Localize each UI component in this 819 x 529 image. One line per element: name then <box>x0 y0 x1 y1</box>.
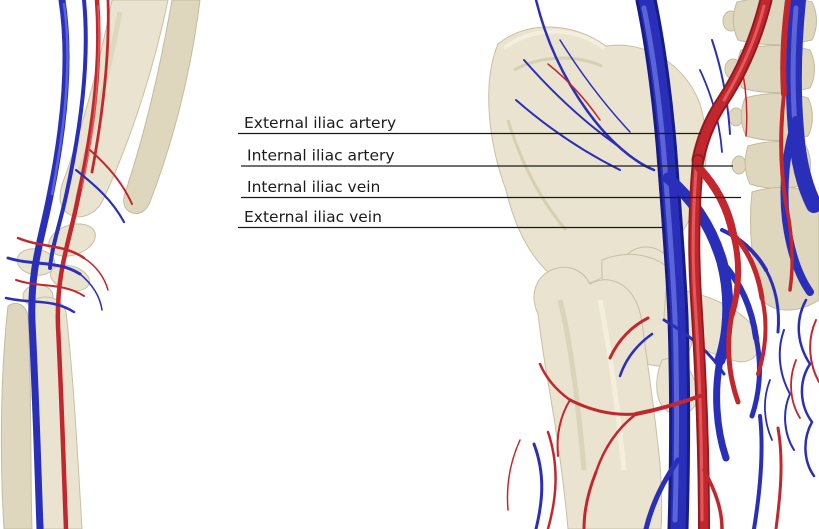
limb-artery-highlight <box>81 5 100 189</box>
sacral-vein <box>780 116 814 296</box>
humerus-bone-edge <box>123 0 201 215</box>
limb-illustration <box>0 0 201 529</box>
iliac-wing-vein <box>523 59 619 147</box>
femoral-artery-branch <box>556 399 571 457</box>
internal-iliac-vein-branch <box>713 356 730 462</box>
limb-vein-branch <box>79 273 103 311</box>
femoral-artery-branch <box>634 394 702 416</box>
femoral-artery-branch <box>594 412 638 474</box>
external-iliac-vein-highlight <box>641 5 679 523</box>
internal-iliac-artery-branch <box>729 231 742 317</box>
femoral-artery-branch <box>538 362 572 402</box>
iliac-crest-highlight <box>502 29 606 50</box>
limb-vein <box>48 0 88 270</box>
internal-iliac-artery-branch <box>730 231 765 301</box>
pelvis-vessels <box>506 0 819 529</box>
internal-iliac-vein-branch <box>719 259 759 341</box>
femoral-vein-branch <box>643 457 681 529</box>
pelvic-vein-branch <box>752 414 764 529</box>
label-text-external-iliac-vein: External iliac vein <box>244 208 382 226</box>
internal-iliac-vein-branch <box>720 228 768 272</box>
spine-vein <box>711 39 731 135</box>
vertebra-process <box>731 155 747 175</box>
forearm-bone <box>0 302 33 529</box>
external-iliac-artery-highlight <box>691 168 704 522</box>
artery-network <box>790 359 801 419</box>
label-text-internal-iliac-vein: Internal iliac vein <box>247 178 380 196</box>
vein-network <box>797 298 816 478</box>
vein-network <box>764 379 773 441</box>
limb-artery-branch <box>15 279 85 297</box>
label-internal-iliac-artery: Internal iliac artery <box>241 147 733 167</box>
pelvis-illustration <box>488 0 819 529</box>
limb-vein-highlight <box>50 2 69 196</box>
label-text-external-iliac-artery: External iliac artery <box>244 114 396 132</box>
femoral-artery-branch <box>702 468 724 529</box>
iliac-wing-vein <box>515 99 621 171</box>
limb-artery-branch <box>16 236 86 260</box>
iliac-wing-vein <box>559 39 631 133</box>
sacral-artery <box>779 92 788 206</box>
femur-shading <box>557 299 587 471</box>
vein-network <box>778 329 795 451</box>
annotation-layer: External iliac artery Internal iliac art… <box>238 114 741 229</box>
limb-artery-branch <box>89 149 133 205</box>
limb-artery <box>90 0 110 174</box>
limb-vein-branch <box>4 296 76 314</box>
internal-iliac-artery-branch <box>756 296 768 376</box>
limb-vein-branch <box>74 168 126 224</box>
thigh-vein-twig <box>532 442 544 529</box>
circumflex-vein <box>618 332 654 378</box>
label-external-iliac-artery: External iliac artery <box>238 114 701 135</box>
iliac-wing-artery <box>547 63 601 121</box>
sacral-artery <box>780 0 791 97</box>
label-text-internal-iliac-artery: Internal iliac artery <box>247 147 395 165</box>
limb-vein-branch <box>6 256 82 276</box>
internal-iliac-vein-branch <box>764 268 780 334</box>
external-iliac-vein-vessel <box>638 0 687 529</box>
limb-artery <box>55 0 101 529</box>
femoral-artery-branch <box>582 470 598 529</box>
sacral-artery <box>784 202 794 292</box>
iliac-wing-vein <box>534 0 656 172</box>
thigh-artery-twig <box>546 430 557 529</box>
limb-vessels <box>4 0 133 529</box>
artery-network <box>809 319 819 383</box>
label-external-iliac-vein: External iliac vein <box>238 208 664 229</box>
common-iliac-artery-highlight <box>722 4 766 102</box>
common-iliac-vein-highlight <box>790 5 799 129</box>
internal-iliac-vein-branch <box>749 335 762 419</box>
circumflex-artery <box>608 316 650 360</box>
femur-highlight <box>597 299 627 471</box>
thigh-artery-twig <box>506 439 521 511</box>
pelvic-artery-branch <box>774 426 783 529</box>
label-internal-iliac-vein: Internal iliac vein <box>241 178 741 199</box>
limb-artery-branch <box>83 257 109 291</box>
internal-iliac-artery-branch <box>726 311 741 405</box>
femoral-artery-branch <box>568 398 638 416</box>
